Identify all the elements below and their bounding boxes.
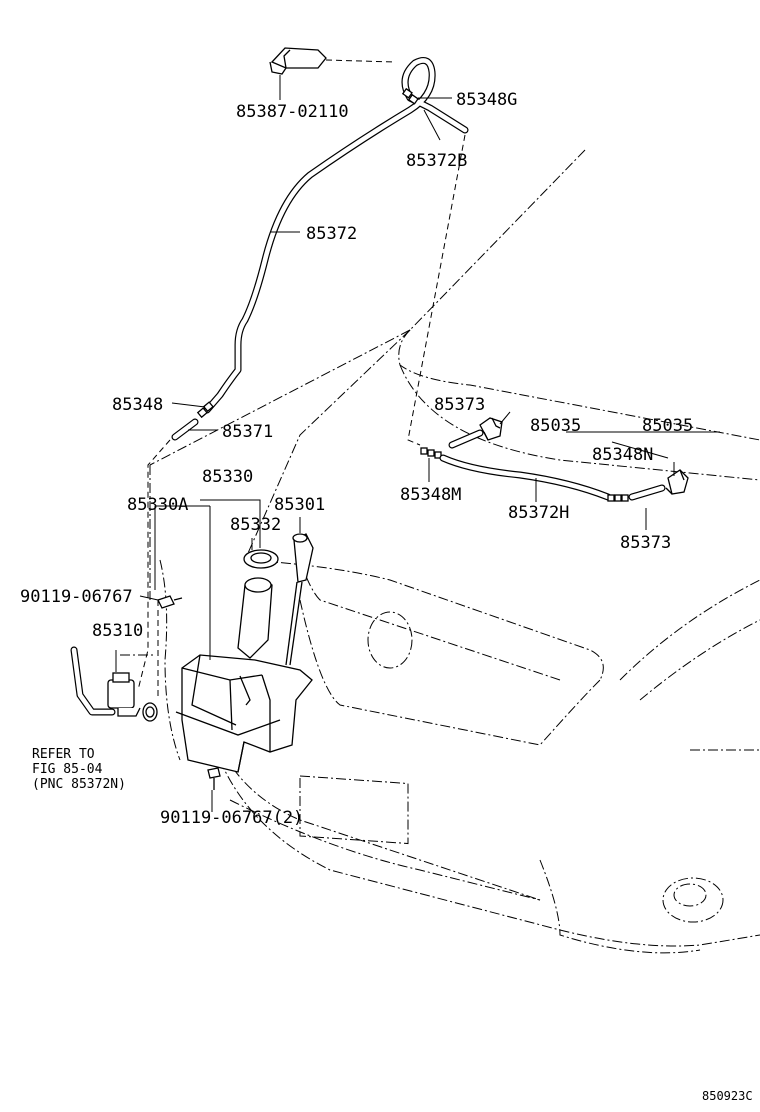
label-85373-lower: 85373 [620, 533, 671, 553]
label-85310: 85310 [92, 621, 143, 641]
label-85372H: 85372H [508, 503, 569, 523]
joint-85348M [420, 447, 442, 459]
label-85348G: 85348G [456, 90, 517, 110]
bolt-90119-06767-2 [207, 767, 221, 790]
label-85371: 85371 [222, 422, 273, 442]
clamp-85387-02110 [269, 47, 327, 75]
label-85348M: 85348M [400, 485, 461, 505]
leader-lines [139, 97, 720, 812]
hose-85372-assembly [137, 47, 469, 700]
level-gauge-85301 [285, 533, 314, 666]
label-85330: 85330 [202, 467, 253, 487]
pump-85310 [107, 672, 158, 722]
washer-tank-assembly [70, 533, 314, 790]
label-85387-02110: 85387-02110 [236, 102, 349, 122]
label-85035-left: 85035 [530, 416, 581, 436]
hose-85372H-assembly [420, 417, 689, 502]
label-85372: 85372 [306, 224, 357, 244]
label-85373-upper: 85373 [434, 395, 485, 415]
label-90119-06767: 90119-06767 [20, 587, 133, 607]
joint-85348G [401, 87, 419, 105]
label-85348: 85348 [112, 395, 163, 415]
part-labels: 85387-02110 85348G 85372B 85372 85348 85… [20, 90, 753, 1103]
nozzle-85035-left [479, 417, 503, 441]
label-85330A: 85330A [127, 495, 188, 515]
label-85348N: 85348N [592, 445, 653, 465]
label-85332: 85332 [230, 515, 281, 535]
joint-85348N [607, 494, 629, 502]
nozzle-85035-right [665, 469, 689, 495]
label-85035-right: 85035 [642, 416, 693, 436]
joint-85348 [196, 401, 214, 419]
vehicle-outline [120, 149, 760, 954]
figure-id: 850923C [702, 1089, 753, 1103]
refer-note-line1: REFER TO [32, 747, 95, 762]
label-85372B: 85372B [406, 151, 467, 171]
label-85301: 85301 [274, 495, 325, 515]
cap-85332 [243, 549, 279, 569]
refer-note-line2: FIG 85-04 [32, 762, 103, 777]
refer-note-line3: (PNC 85372N) [32, 777, 126, 792]
bolt-90119-06767 [157, 595, 183, 609]
label-90119-06767-2: 90119-06767(2) [160, 808, 303, 828]
